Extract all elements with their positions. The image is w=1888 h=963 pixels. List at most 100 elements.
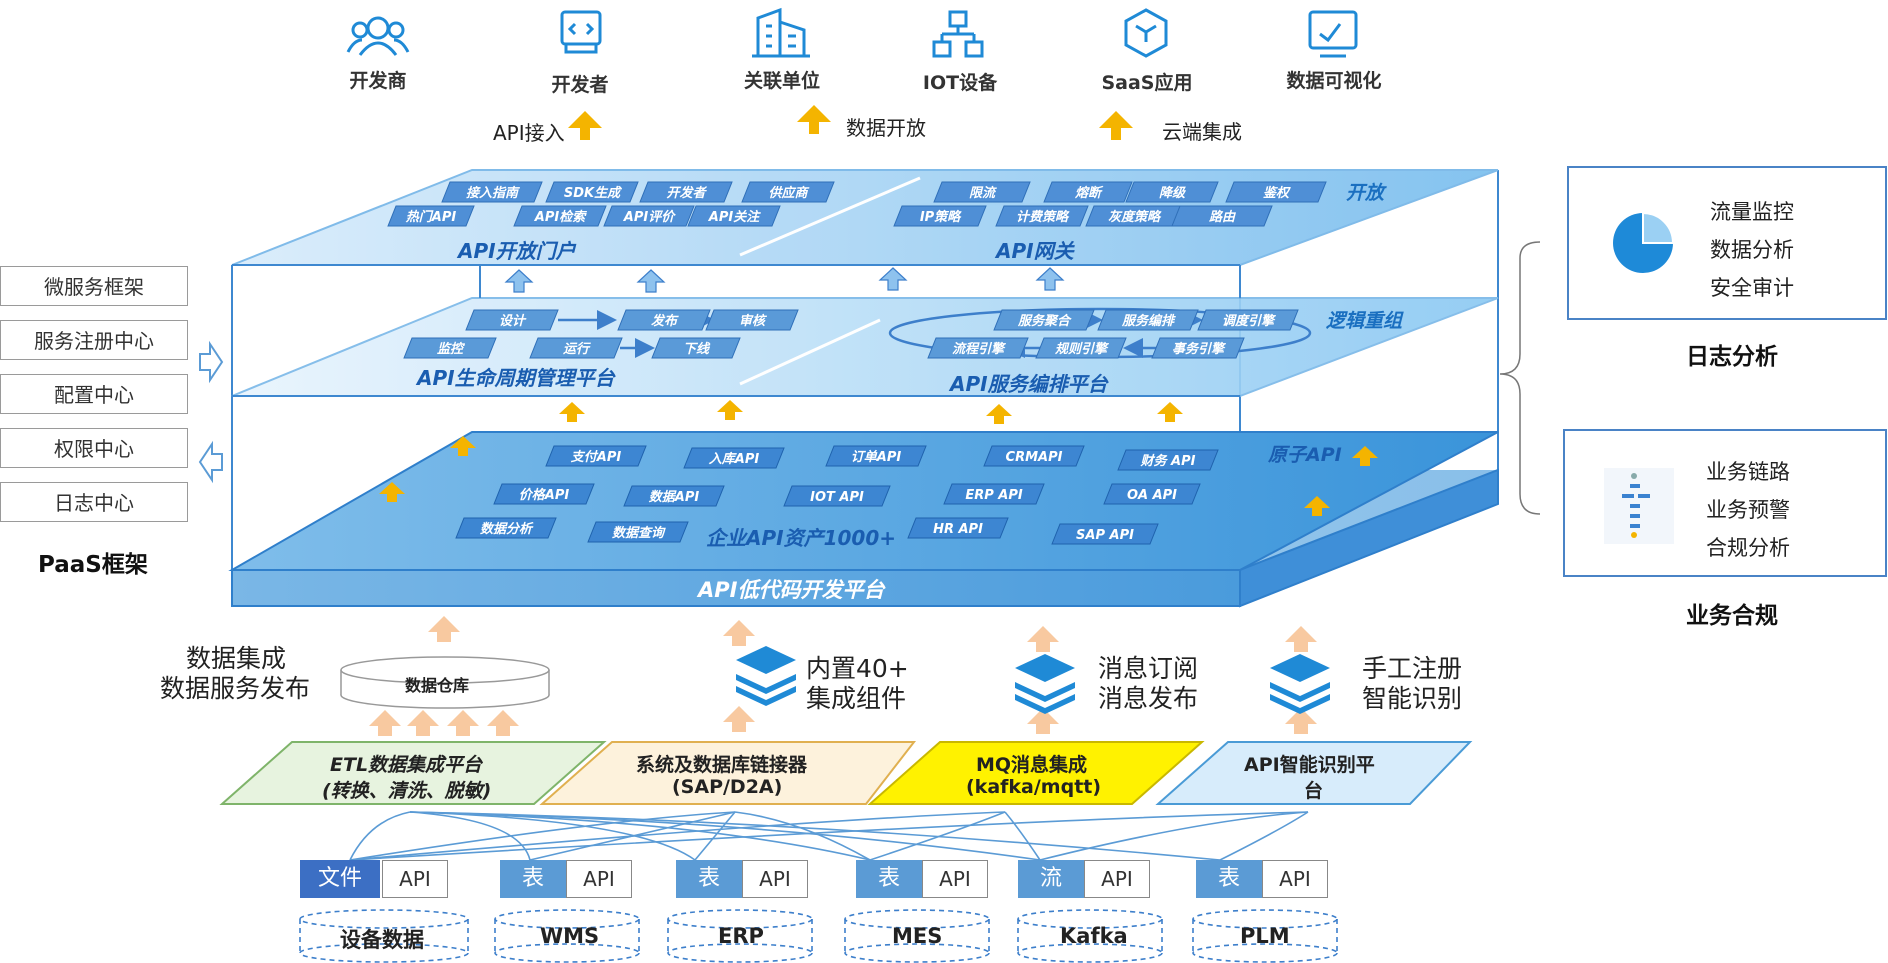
data-open-label: 数据开放: [846, 116, 926, 140]
lifecycle-tag-4-text: 监控: [437, 341, 466, 357]
portal-tag-4: 供应商: [741, 181, 835, 203]
gateway-tag-8: 路由: [1171, 205, 1273, 227]
orchestration-tag-1-text: 服务聚合: [1017, 313, 1072, 329]
portal-tag-3-text: 开发者: [666, 185, 707, 201]
cloud-integration-label: 云端集成: [1162, 120, 1242, 144]
gateway-tag-3: 降级: [1125, 181, 1219, 203]
gateway-tag-2: 熔断: [1043, 181, 1133, 203]
orchestration-tag-6: 事务引擎: [1151, 337, 1245, 359]
up-arrow-icon: [878, 267, 908, 291]
atomic-tag-1-text: 支付API: [571, 449, 622, 465]
up-arrow-icon: [450, 436, 476, 456]
gateway-tag-1-text: 限流: [969, 185, 997, 201]
paas-item-registry: 服务注册中心: [0, 320, 188, 360]
source-name-6: PLM: [1240, 924, 1290, 948]
mq-text-1: 消息订阅: [1098, 654, 1199, 683]
atomic-tag-4: CRMAPI: [983, 445, 1085, 467]
up-arrow-icon: [379, 482, 405, 502]
portal-tag-1-text: 接入指南: [466, 185, 520, 201]
platform-api-recognition: [1155, 741, 1473, 805]
atomic-tag-14: SAP API: [1051, 523, 1159, 545]
portal-title: API开放门户: [458, 239, 576, 263]
source-api-2: API: [566, 860, 632, 898]
layers-icon: [736, 646, 796, 706]
log-item-security-audit: 安全审计: [1710, 276, 1794, 300]
portal-tag-2: SDK生成: [545, 181, 639, 203]
atomic-tag-5: 财务 API: [1117, 449, 1219, 471]
gateway-tag-7: 灰度策略: [1085, 205, 1183, 227]
log-analysis-title: 日志分析: [1686, 344, 1778, 370]
building-icon: [752, 7, 810, 58]
source-name-5: Kafka: [1060, 924, 1128, 948]
up-arrow-icon: [447, 710, 479, 736]
portal-tag-7-text: API评价: [623, 209, 676, 225]
source-api-4: API: [922, 860, 988, 898]
lifecycle-tag-3: 审核: [705, 309, 799, 331]
connector-label-2: (SAP/D2A): [672, 776, 783, 798]
atomic-tag-4-text: CRMAPI: [1006, 450, 1063, 465]
atomic-tag-9-text: ERP API: [965, 488, 1023, 503]
up-arrow-icon: [1304, 496, 1330, 516]
orchestration-tag-5-text: 规则引擎: [1054, 341, 1110, 357]
up-arrow-icon: [369, 710, 401, 736]
atomic-tag-7-text: 数据API: [649, 489, 700, 505]
lifecycle-title: API生命周期管理平台: [417, 366, 615, 390]
platform-connector: [539, 741, 917, 805]
paas-item-permission: 权限中心: [0, 428, 188, 468]
up-arrow-icon: [1285, 708, 1317, 734]
flow-chain-icon: [1604, 468, 1674, 544]
top-label-data-visualization: 数据可视化: [1286, 70, 1382, 92]
gateway-tag-2-text: 熔断: [1074, 185, 1104, 201]
source-type-5: 流: [1018, 860, 1084, 898]
atomic-tag-12: 数据查询: [587, 521, 689, 543]
atomic-tag-1: 支付API: [545, 445, 647, 467]
atomic-tag-6: 价格API: [493, 483, 595, 505]
up-arrow-icon: [717, 400, 743, 420]
source-cylinder-4: [844, 909, 990, 963]
atomic-tag-10: OA API: [1103, 483, 1201, 505]
users-icon: [346, 16, 410, 56]
atomic-tag-13-text: HR API: [933, 522, 983, 537]
source-cylinder-6: [1192, 909, 1338, 963]
paas-item-microservice: 微服务框架: [0, 266, 188, 306]
builtin-text-2: 集成组件: [806, 684, 907, 713]
compliance-title: 业务合规: [1686, 603, 1778, 629]
manual-text-2: 智能识别: [1362, 684, 1463, 713]
source-type-6: 表: [1196, 860, 1262, 898]
atomic-tag-10-text: OA API: [1127, 488, 1177, 503]
source-type-3: 表: [676, 860, 742, 898]
top-arrows: [568, 105, 1133, 140]
lifecycle-tag-4: 监控: [403, 337, 497, 359]
gateway-tag-3-text: 降级: [1159, 185, 1186, 201]
orchestration-tag-6-text: 事务引擎: [1172, 341, 1227, 357]
atomic-tag-2-text: 入库API: [708, 451, 760, 467]
atomic-tag-8: IOT API: [783, 485, 891, 507]
portal-tag-8: API关注: [687, 205, 781, 227]
source-api-6: API: [1262, 860, 1328, 898]
source-cylinder-3: [667, 909, 813, 963]
pie-chart-icon: [1613, 211, 1675, 273]
api-recognition-label-1: API智能识别平: [1244, 754, 1375, 776]
gateway-tag-4: 鉴权: [1225, 181, 1327, 203]
data-integration-text-1: 数据集成: [186, 644, 287, 673]
gateway-tag-6: 计费策略: [995, 205, 1089, 227]
portal-tag-2-text: SDK生成: [564, 185, 622, 201]
source-name-1: 设备数据: [340, 928, 424, 952]
right-brace: [1499, 241, 1541, 515]
code-window-icon: [560, 10, 602, 54]
top-label-developer-company: 开发商: [349, 70, 407, 92]
platform-etl: [219, 741, 607, 805]
up-arrow-icon: [636, 269, 666, 293]
source-name-2: WMS: [540, 924, 600, 948]
orchestration-tag-3-text: 调度引擎: [1222, 313, 1277, 329]
left-arrow-icon: [198, 440, 223, 484]
source-api-3: API: [742, 860, 808, 898]
up-arrow-icon: [797, 105, 831, 134]
top-icon-row: [346, 7, 1358, 58]
orchestration-tag-2-text: 服务编排: [1121, 313, 1176, 329]
compliance-item-analysis: 合规分析: [1706, 536, 1790, 560]
lifecycle-tag-5-text: 运行: [563, 341, 591, 357]
lifecycle-tag-6-text: 下线: [683, 341, 711, 357]
